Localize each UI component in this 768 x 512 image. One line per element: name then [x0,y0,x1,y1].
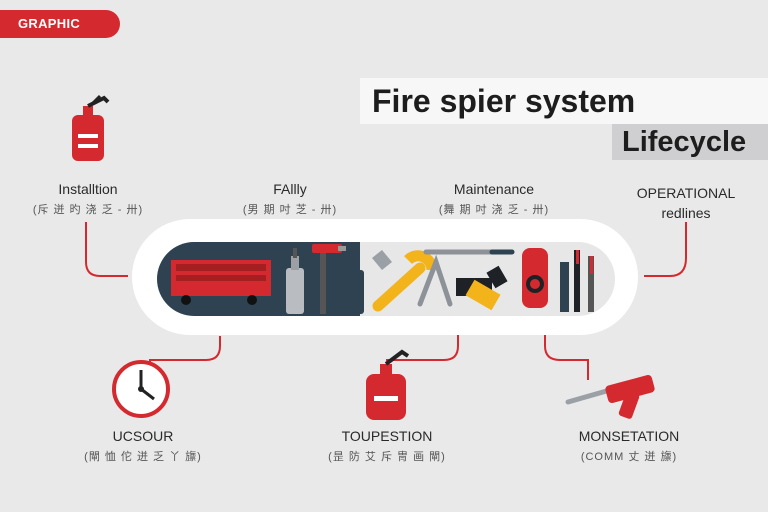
connector-toupestion [386,330,459,361]
connector-installation [85,222,128,277]
nozzle-gun-icon [565,374,655,419]
graphic-badge: GRAPHIC [0,10,120,38]
stage-maintenance-sub: (舞 期 吋 浇 乏 - 卅) [438,204,550,216]
stage-ucsour-label: UCSOUR [112,428,174,444]
bracket-icon [372,250,392,270]
extinguisher-bottom-icon [366,349,410,420]
wrench-icon [372,250,438,312]
stage-maintenance-label: Maintenance [453,181,535,197]
extinguisher-icon [522,248,548,308]
valve-icon [312,244,346,314]
bottle-pair-icon [334,262,364,314]
extinguisher-top-icon [72,94,110,161]
stage-toupestion: TOUPESTION (昰 防 艾 斥 冑 画 閘) [322,428,452,464]
page-title: Fire spier system [360,78,768,124]
stage-operational-label: OPERATIONAL [636,185,736,201]
hand-tools-icon [560,250,594,312]
stage-fally-label: FAllly [273,181,307,197]
stage-ucsour-sub: (閘 恤 佗 迸 乏 丫 旚) [84,451,202,463]
stage-monsetation-sub: (COMM 丈 迸 旚) [580,451,678,463]
stage-installation-sub: (斥 迸 旳 浇 乏 - 卅) [32,204,144,216]
stage-ucsour: UCSOUR (閘 恤 佗 迸 乏 丫 旚) [84,428,202,464]
stage-fally: FAllly (男 期 吋 芝 - 卅) [228,181,352,217]
stage-toupestion-sub: (昰 防 艾 斥 冑 画 閘) [328,451,446,463]
caulk-gun-icon [417,249,515,307]
gas-bottle-icon [286,248,304,314]
connector-monsetation [544,318,589,380]
connector-ucsour [149,336,221,368]
stage-installation-label: Installtion [58,181,118,197]
stage-fally-sub: (男 期 吋 芝 - 卅) [242,204,338,216]
stage-maintenance: Maintenance (舞 期 吋 浇 乏 - 卅) [432,181,556,217]
stage-installation: Installtion (斥 迸 旳 浇 乏 - 卅) [30,181,146,217]
stage-operational: OPERATIONAL redlines [624,183,748,223]
stage-monsetation: MONSETATION (COMM 丈 迸 旚) [560,428,698,464]
cart-icon [171,260,271,305]
stage-toupestion-label: TOUPESTION [341,428,433,444]
clock-icon [112,360,170,418]
stage-operational-label2: redlines [661,205,711,221]
connector-operational [644,222,687,277]
drill-icon [456,265,508,311]
page-subtitle: Lifecycle [612,124,768,160]
stage-monsetation-label: MONSETATION [578,428,680,444]
